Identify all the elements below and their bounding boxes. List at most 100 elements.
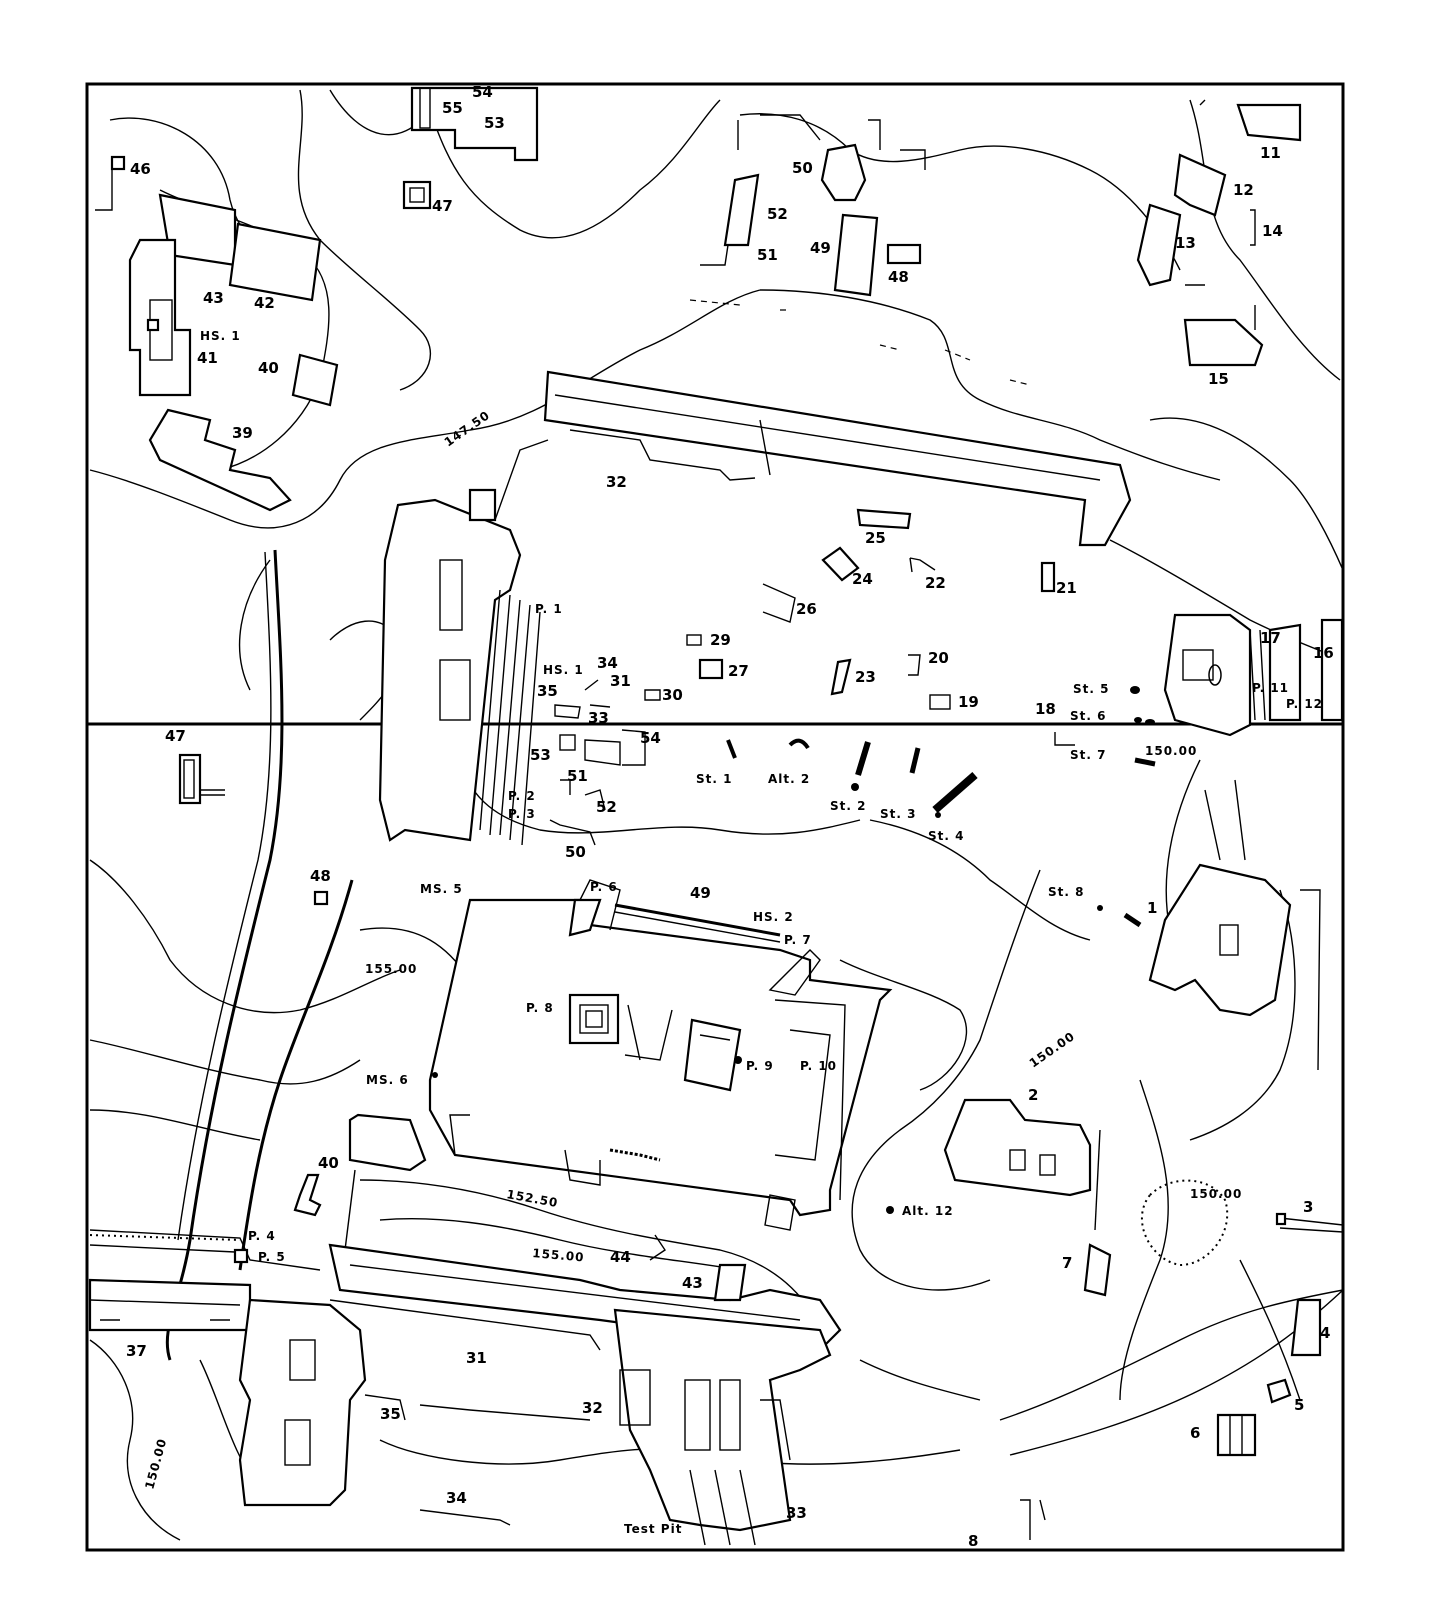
label-south-54: 54	[640, 729, 661, 747]
contour-label-152-50: 152.50	[505, 1187, 559, 1210]
label-north-st5: St. 5	[1073, 682, 1109, 696]
label-north-p12: P. 12	[1286, 697, 1323, 711]
label-north-p11: P. 11	[1252, 681, 1289, 695]
contour-label-150-00-e: 150.00	[1145, 744, 1197, 758]
contour-label-150-00-sw: 150.00	[142, 1437, 169, 1491]
north-structures	[95, 86, 1344, 846]
contour-label-155-00-w: 155.00	[365, 962, 417, 976]
label-south-st1: St. 1	[696, 772, 732, 786]
label-north-55: 55	[442, 99, 463, 117]
label-south-31: 31	[466, 1349, 487, 1367]
label-south-37: 37	[126, 1342, 147, 1360]
label-south-p7: P. 7	[784, 933, 812, 947]
label-south-alt2: Alt. 2	[768, 772, 810, 786]
label-north-21: 21	[1056, 579, 1077, 597]
label-south-44: 44	[610, 1248, 631, 1266]
label-south-5: 5	[1294, 1396, 1304, 1414]
label-south-p2: P. 2	[508, 789, 536, 803]
contour-label-150-00-se: 150.00	[1027, 1029, 1078, 1070]
south-structures	[88, 729, 1344, 1546]
label-north-48: 48	[888, 268, 909, 286]
label-south-ms6: MS. 6	[366, 1073, 409, 1087]
label-south-alt12: Alt. 12	[902, 1204, 954, 1218]
label-north-23: 23	[855, 668, 876, 686]
label-south-40: 40	[318, 1154, 339, 1172]
label-south-32: 32	[582, 1399, 603, 1417]
label-south-p3: P. 3	[508, 807, 536, 821]
label-north-13: 13	[1175, 234, 1196, 252]
label-south-4: 4	[1320, 1324, 1330, 1342]
label-north-35: 35	[537, 682, 558, 700]
contour-label-150-00-top: 150.00	[1190, 1187, 1242, 1201]
label-north-41: 41	[197, 349, 218, 367]
label-south-47: 47	[165, 727, 186, 745]
label-south-6: 6	[1190, 1424, 1200, 1442]
label-north-51: 51	[757, 246, 778, 264]
label-south-st8: St. 8	[1048, 885, 1084, 899]
label-north-49: 49	[810, 239, 831, 257]
label-north-46: 46	[130, 160, 151, 178]
label-north-st6: St. 6	[1070, 709, 1106, 723]
label-south-1: 1	[1147, 899, 1157, 917]
label-north-31: 31	[610, 672, 631, 690]
label-north-42: 42	[254, 294, 275, 312]
contour-label-147-50: 147.50	[442, 408, 493, 449]
label-south-52: 52	[596, 798, 617, 816]
label-south-35: 35	[380, 1405, 401, 1423]
label-north-40: 40	[258, 359, 279, 377]
label-north-32: 32	[606, 473, 627, 491]
label-south-p10: P. 10	[800, 1059, 837, 1073]
label-south-53: 53	[530, 746, 551, 764]
label-south-48: 48	[310, 867, 331, 885]
label-north-29: 29	[710, 631, 731, 649]
label-north-54: 54	[472, 83, 493, 101]
label-south-hs2: HS. 2	[753, 910, 794, 924]
label-north-34: 34	[597, 654, 618, 672]
label-north-26: 26	[796, 600, 817, 618]
label-south-st3: St. 3	[880, 807, 916, 821]
label-north-24: 24	[852, 570, 873, 588]
label-north-53: 53	[484, 114, 505, 132]
label-south-34: 34	[446, 1489, 467, 1507]
label-north-19: 19	[958, 693, 979, 711]
label-south-33: 33	[786, 1504, 807, 1522]
label-south-ms5: MS. 5	[420, 882, 463, 896]
label-north-18: 18	[1035, 700, 1056, 718]
label-north-16: 16	[1313, 644, 1334, 662]
label-north-20: 20	[928, 649, 949, 667]
label-north-47: 47	[432, 197, 453, 215]
label-south-49: 49	[690, 884, 711, 902]
label-north-52: 52	[767, 205, 788, 223]
label-south-p9: P. 9	[746, 1059, 774, 1073]
label-south-3: 3	[1303, 1198, 1313, 1216]
label-north-22: 22	[925, 574, 946, 592]
map-frame	[85, 82, 1345, 1552]
label-north-p1: P. 1	[535, 602, 563, 616]
label-north-14: 14	[1262, 222, 1283, 240]
label-south-2: 2	[1028, 1086, 1038, 1104]
label-north-39: 39	[232, 424, 253, 442]
label-north-30: 30	[662, 686, 683, 704]
north-labels: 55 54 53 46 47 43 42 HS. 1 41 40 39 50 5…	[130, 83, 1334, 762]
label-north-17: 17	[1260, 629, 1281, 647]
label-south-p5: P. 5	[258, 1250, 286, 1264]
label-south-p8: P. 8	[526, 1001, 554, 1015]
label-south-43: 43	[682, 1274, 703, 1292]
label-south-50: 50	[565, 843, 586, 861]
label-north-33: 33	[588, 709, 609, 727]
label-north-50: 50	[792, 159, 813, 177]
label-north-hs1b: HS. 1	[543, 663, 584, 677]
label-north-27: 27	[728, 662, 749, 680]
label-south-st2: St. 2	[830, 799, 866, 813]
label-north-12: 12	[1233, 181, 1254, 199]
label-north-15: 15	[1208, 370, 1229, 388]
label-north-43: 43	[203, 289, 224, 307]
label-south-st4: St. 4	[928, 829, 964, 843]
label-south-p4: P. 4	[248, 1229, 276, 1243]
label-north-hs1a: HS. 1	[200, 329, 241, 343]
south-labels: 47 54 53 St. 1 Alt. 2 51 P. 2 P. 3 52 St…	[126, 727, 1330, 1550]
label-north-11: 11	[1260, 144, 1281, 162]
label-south-p6: P. 6	[590, 880, 618, 894]
label-south-7: 7	[1062, 1254, 1072, 1272]
